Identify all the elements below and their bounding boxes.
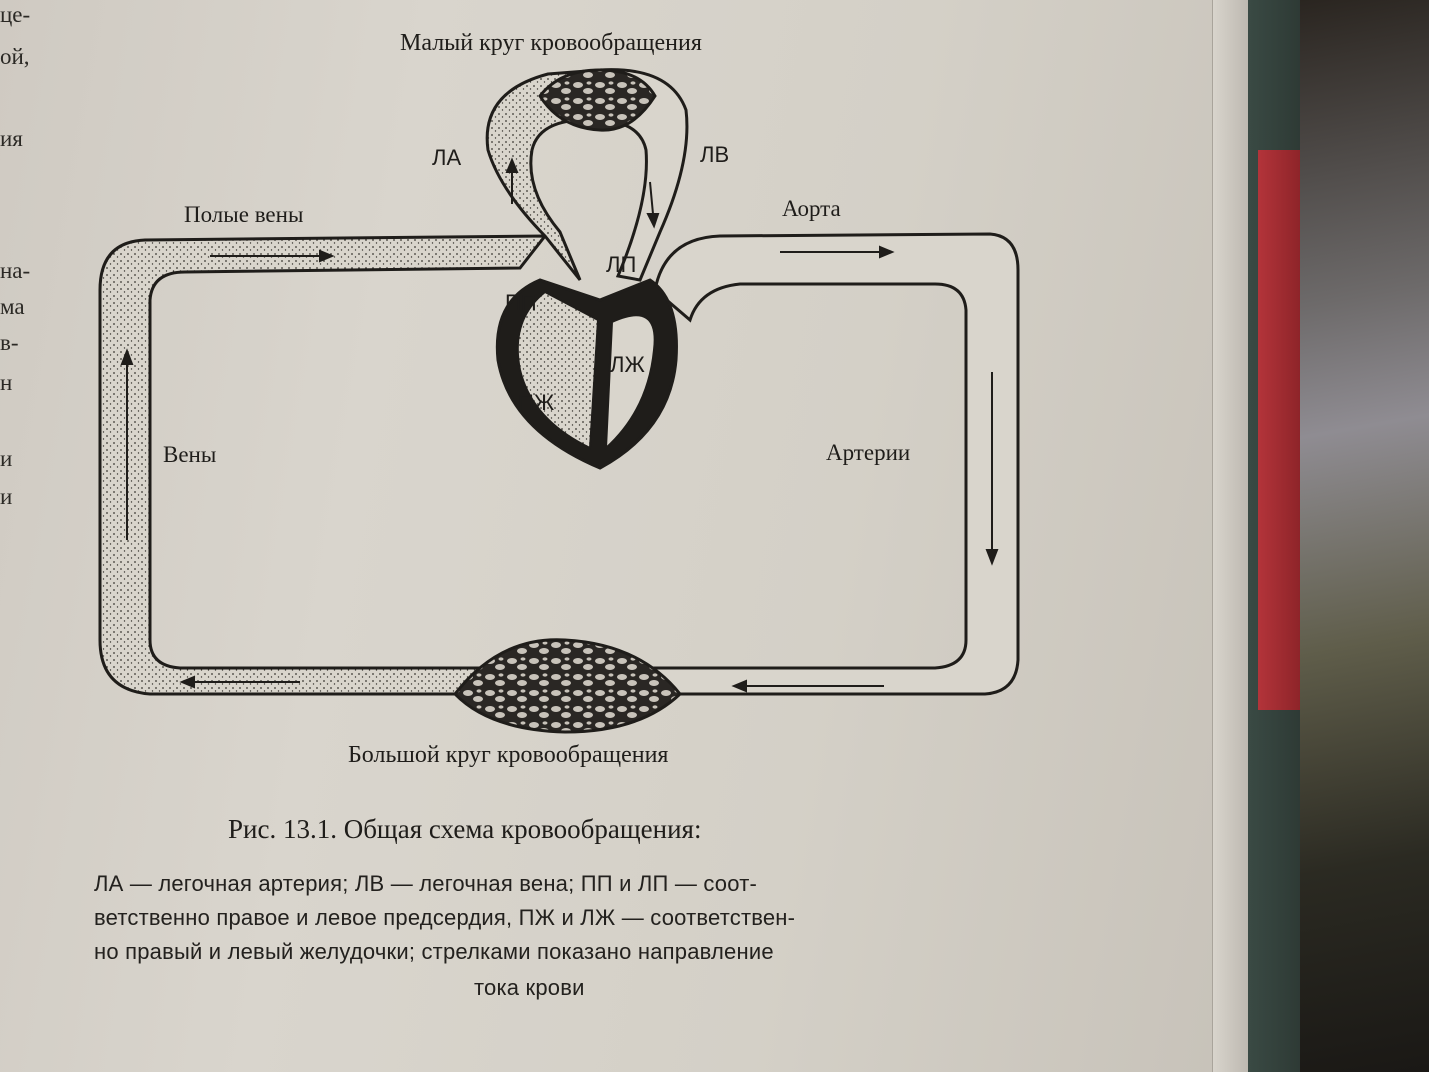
- page-edge: [1212, 0, 1248, 1072]
- label-veny: Вены: [163, 442, 217, 467]
- label-lv: ЛВ: [700, 142, 730, 167]
- edge-fragment: ма: [0, 294, 25, 319]
- edge-fragment: ия: [0, 126, 23, 151]
- label-la: ЛА: [432, 145, 462, 170]
- label-polye-veny: Полые вены: [184, 202, 304, 227]
- title-pulmonary-circulation: Малый круг кровообращения: [400, 30, 702, 56]
- edge-fragment: и: [0, 446, 13, 471]
- edge-fragment: ой,: [0, 44, 30, 69]
- caption-line: ЛА — легочная артерия; ЛВ — легочная вен…: [94, 871, 757, 896]
- edge-fragment: це-: [0, 2, 31, 27]
- label-lp: ЛП: [606, 252, 637, 277]
- flow-arrows: [120, 157, 999, 693]
- label-pp: ПП: [505, 290, 537, 315]
- venous-vessel: [98, 234, 549, 696]
- label-lzh: ЛЖ: [610, 352, 645, 377]
- systemic-capillaries: [453, 638, 683, 734]
- figure-caption-title: Рис. 13.1. Общая схема кровообращения:: [228, 814, 702, 844]
- caption-line: но правый и левый желудочки; стрелками п…: [94, 939, 774, 964]
- circulation-diagram: [98, 68, 1020, 734]
- book-cover-stripe: [1258, 150, 1300, 710]
- label-pzh: ПЖ: [518, 390, 555, 415]
- edge-fragment: на-: [0, 258, 31, 283]
- label-arterii: Артерии: [826, 440, 911, 465]
- edge-fragment: в-: [0, 330, 19, 355]
- caption-line: ветственно правое и левое предсердия, ПЖ…: [94, 905, 796, 930]
- edge-fragment: и: [0, 484, 13, 509]
- left-heart-chambers: [604, 314, 656, 451]
- right-heart-chambers: [516, 290, 600, 450]
- book-page: це- ой, ия на- ма в- н и и: [0, 0, 1248, 1072]
- label-aorta: Аорта: [782, 196, 841, 221]
- caption-line: тока крови: [474, 975, 585, 1000]
- edge-fragment: н: [0, 370, 13, 395]
- pulmonary-capillaries: [538, 68, 657, 132]
- background-cloth: [1300, 0, 1429, 1072]
- title-systemic-circulation: Большой круг кровообращения: [348, 742, 669, 768]
